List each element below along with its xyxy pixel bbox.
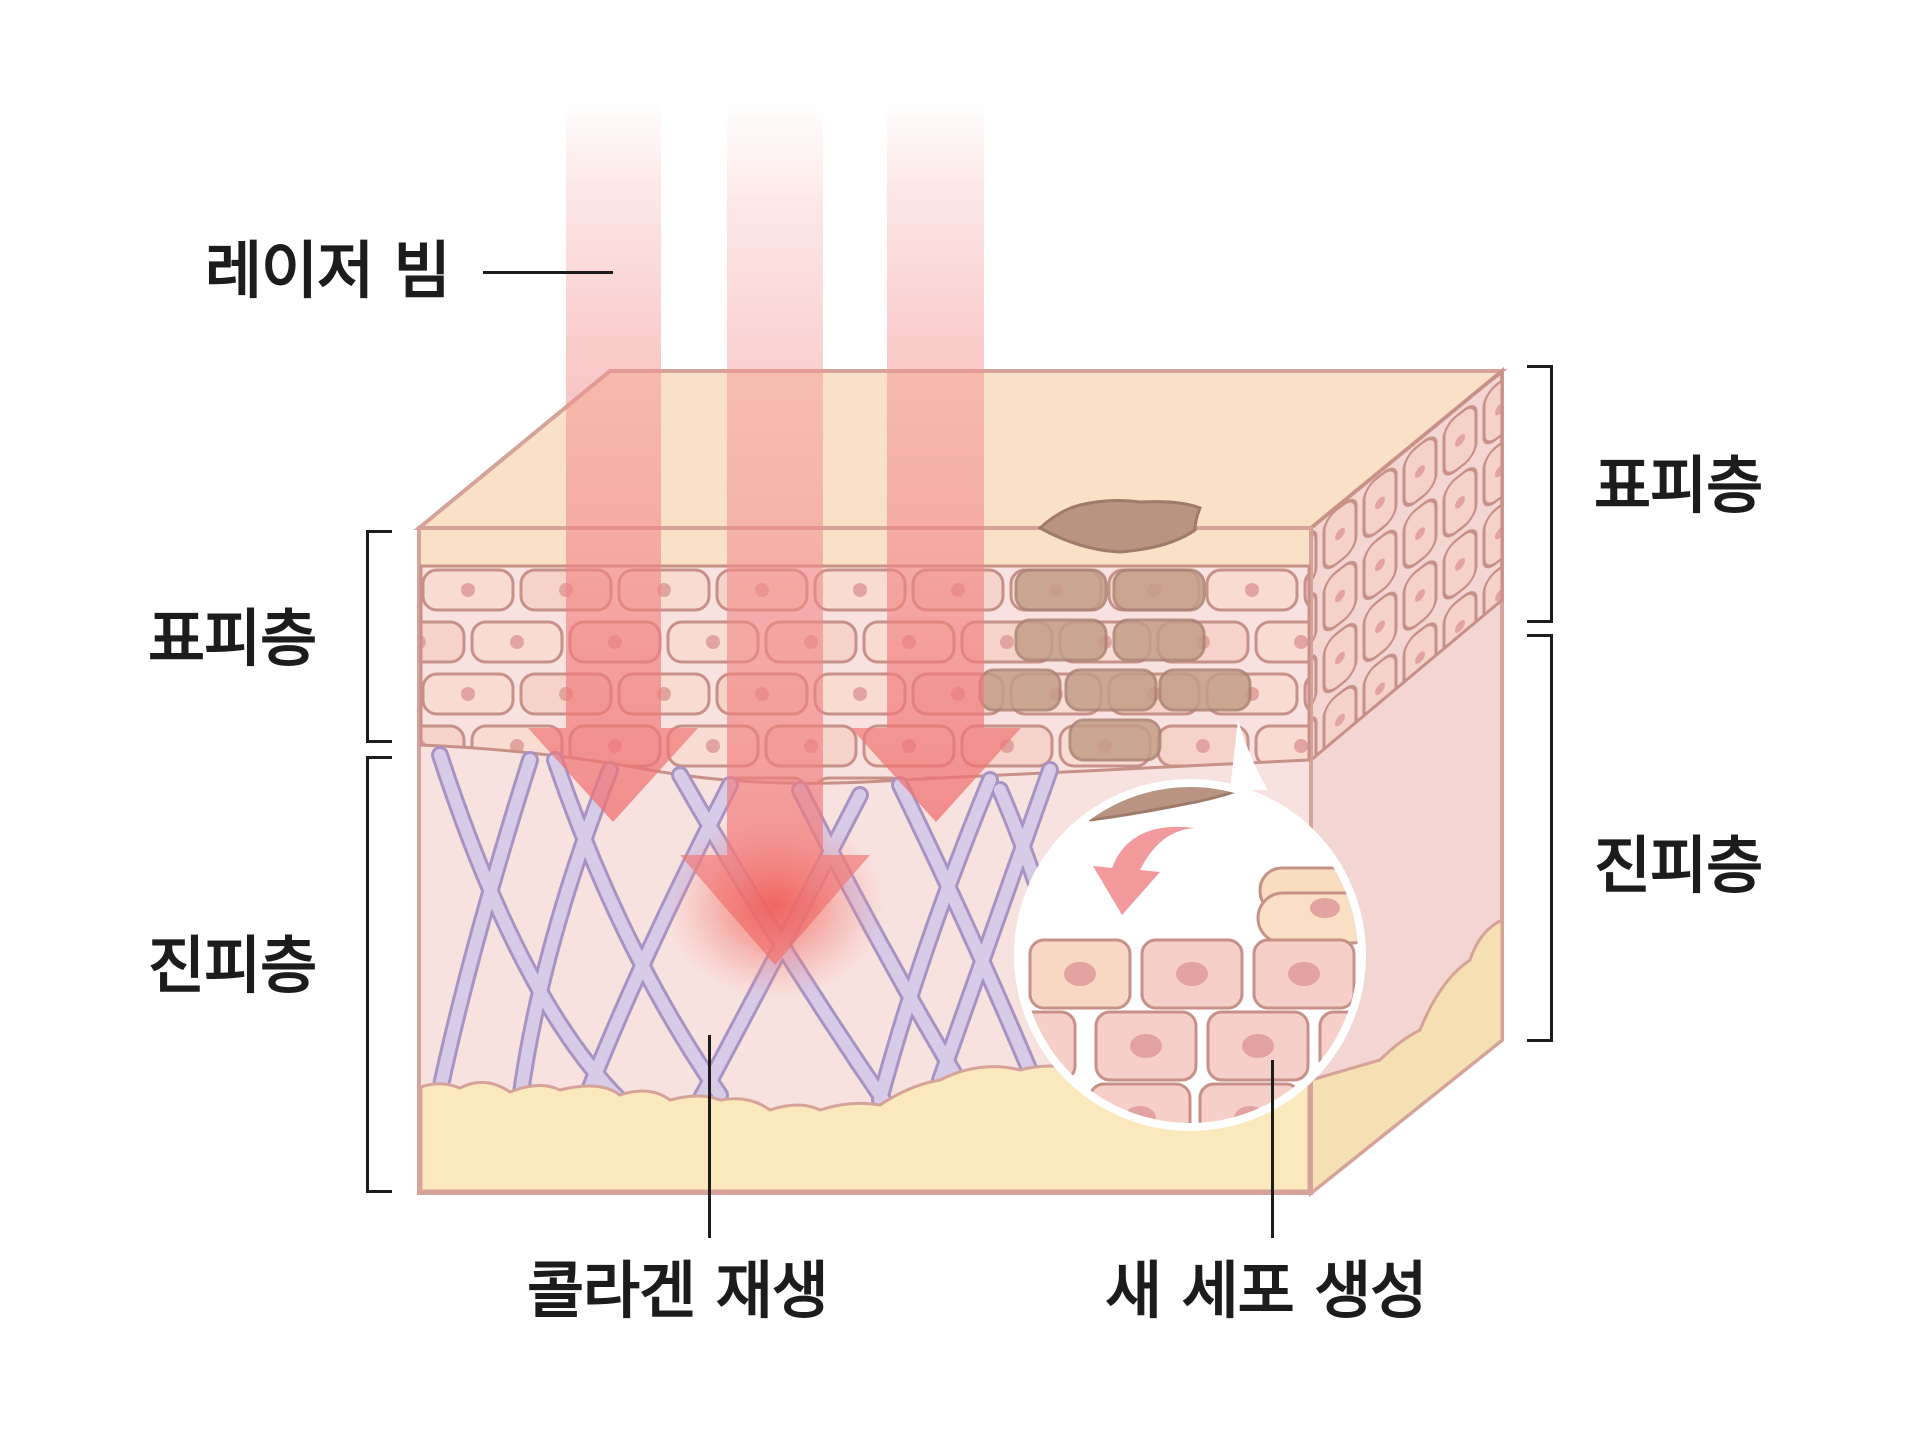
new-cell-leader [1271,1060,1274,1238]
pigment-spot [1037,499,1202,554]
bracket-dermis-right [1550,634,1553,1042]
collagen-leader [708,1035,711,1238]
bracket-dermis-right-top [1527,634,1553,637]
bracket-dermis-left-bottom [366,1190,392,1193]
right-face-fat [1309,917,1504,1197]
laser-beam-1 [528,100,698,822]
bracket-epidermis-left [366,530,369,742]
collagen-regeneration-label: 콜라겐 재생 [527,1254,829,1327]
dermis-label-right: 진피층 [1594,829,1763,902]
laser-beam-leader [483,271,613,274]
curved-arrow-icon [1093,826,1195,915]
pigmented-cells [978,568,1252,762]
epidermis-label-left: 표피층 [148,602,317,675]
new-cell-generation-label: 새 세포 생성 [1105,1254,1427,1327]
bracket-epidermis-right [1550,365,1553,623]
heat-glow [665,810,885,1000]
bracket-dermis-left [366,756,369,1192]
bracket-epidermis-left-top [366,530,392,533]
bracket-epidermis-right-top [1527,365,1553,368]
laser-beam-label: 레이저 빔 [205,234,451,307]
epidermis-label-right: 표피층 [1594,449,1763,522]
laser-beam-3 [851,100,1021,822]
laser-beam-2 [680,100,870,965]
bracket-dermis-left-top [366,756,392,759]
bracket-dermis-right-bottom [1527,1039,1553,1042]
bracket-epidermis-left-bottom [366,740,392,743]
laser-beams [528,100,1021,1000]
dermis-label-left: 진피층 [148,929,317,1002]
bracket-epidermis-right-bottom [1527,620,1553,623]
